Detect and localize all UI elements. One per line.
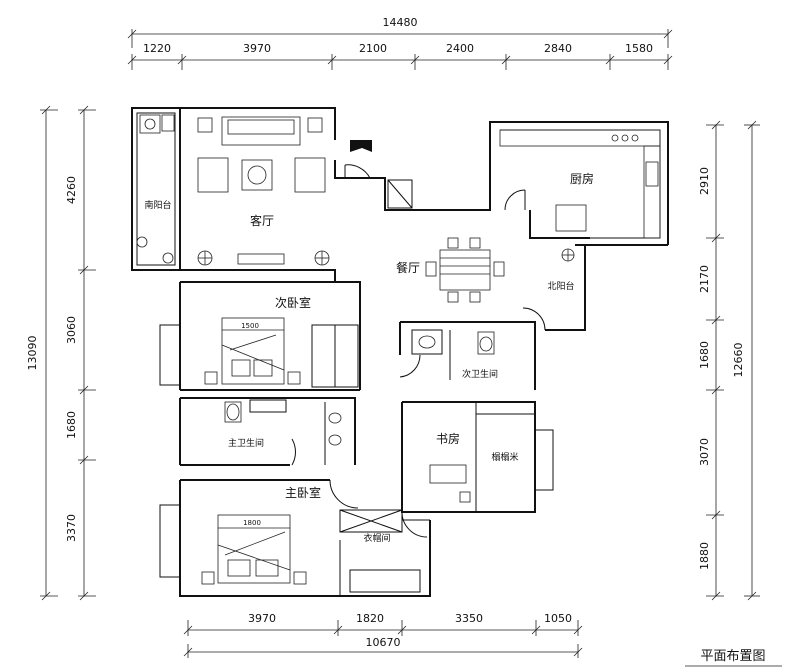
label-master-bedroom: 主卧室: [285, 485, 321, 500]
master-bed-width-label: 1800: [243, 519, 261, 527]
top-dimension-5: 2840: [544, 42, 572, 55]
top-dimension-2: 3970: [243, 42, 271, 55]
left-total-dimension: 13090: [26, 336, 39, 371]
label-dining-room: 餐厅: [396, 260, 420, 275]
second-bathroom-fixtures: [418, 331, 495, 355]
doors: [291, 189, 546, 538]
second-bed-width-label: 1500: [241, 322, 259, 330]
label-north-balcony: 北阳台: [547, 280, 574, 292]
top-total-dimension: 14480: [383, 16, 418, 29]
bottom-dimension-1: 3970: [248, 612, 276, 625]
label-tatami: 榻榻米: [491, 451, 518, 463]
label-master-bathroom: 主卫生间: [228, 437, 264, 449]
second-bedroom-bed: [204, 317, 301, 385]
drawing-title: 平面布置图: [700, 649, 765, 664]
master-bathroom-fixtures: [224, 401, 342, 446]
bottom-total-dimension: 10670: [366, 636, 401, 649]
label-study: 书房: [436, 431, 460, 446]
washing-machine-icon: [139, 114, 175, 134]
dining-table: [425, 237, 505, 303]
right-dimension-3: 1680: [698, 341, 711, 369]
right-dimension-2: 2170: [698, 265, 711, 293]
living-room-sofa-set: [197, 116, 326, 265]
bottom-dimension-3: 3350: [455, 612, 483, 625]
top-dimension-lines: [127, 29, 673, 70]
left-dimension-2: 3060: [65, 316, 78, 344]
right-dimension-4: 3070: [698, 438, 711, 466]
left-dimension-lines: [40, 105, 96, 601]
master-bedroom-bed: [201, 514, 307, 585]
label-living-room: 客厅: [250, 213, 274, 228]
bottom-dimension-4: 1050: [544, 612, 572, 625]
top-dimension-4: 2400: [446, 42, 474, 55]
label-second-bedroom: 次卧室: [275, 295, 311, 310]
top-dimension-3: 2100: [359, 42, 387, 55]
study-desk: [429, 464, 471, 503]
label-cloakroom: 衣帽间: [363, 532, 390, 544]
bottom-dimension-2: 1820: [356, 612, 384, 625]
left-dimension-4: 3370: [65, 514, 78, 542]
left-dimension-3: 1680: [65, 411, 78, 439]
right-dimension-1: 2910: [698, 167, 711, 195]
top-dimension-6: 1580: [625, 42, 653, 55]
kitchen-counters: [499, 129, 661, 239]
walls: [131, 107, 669, 597]
label-south-balcony: 南阳台: [144, 199, 171, 211]
top-dimension-1: 1220: [143, 42, 171, 55]
label-kitchen: 厨房: [570, 171, 594, 186]
label-second-bathroom: 次卫生间: [462, 368, 498, 380]
entry-arrow-icon: [344, 140, 372, 179]
plant-icons: [136, 236, 575, 266]
bottom-dimension-lines: [183, 620, 583, 658]
left-dimension-1: 4260: [65, 176, 78, 204]
right-total-dimension: 12660: [732, 343, 745, 378]
right-dimension-5: 1880: [698, 542, 711, 570]
right-dimension-lines: [706, 120, 760, 601]
